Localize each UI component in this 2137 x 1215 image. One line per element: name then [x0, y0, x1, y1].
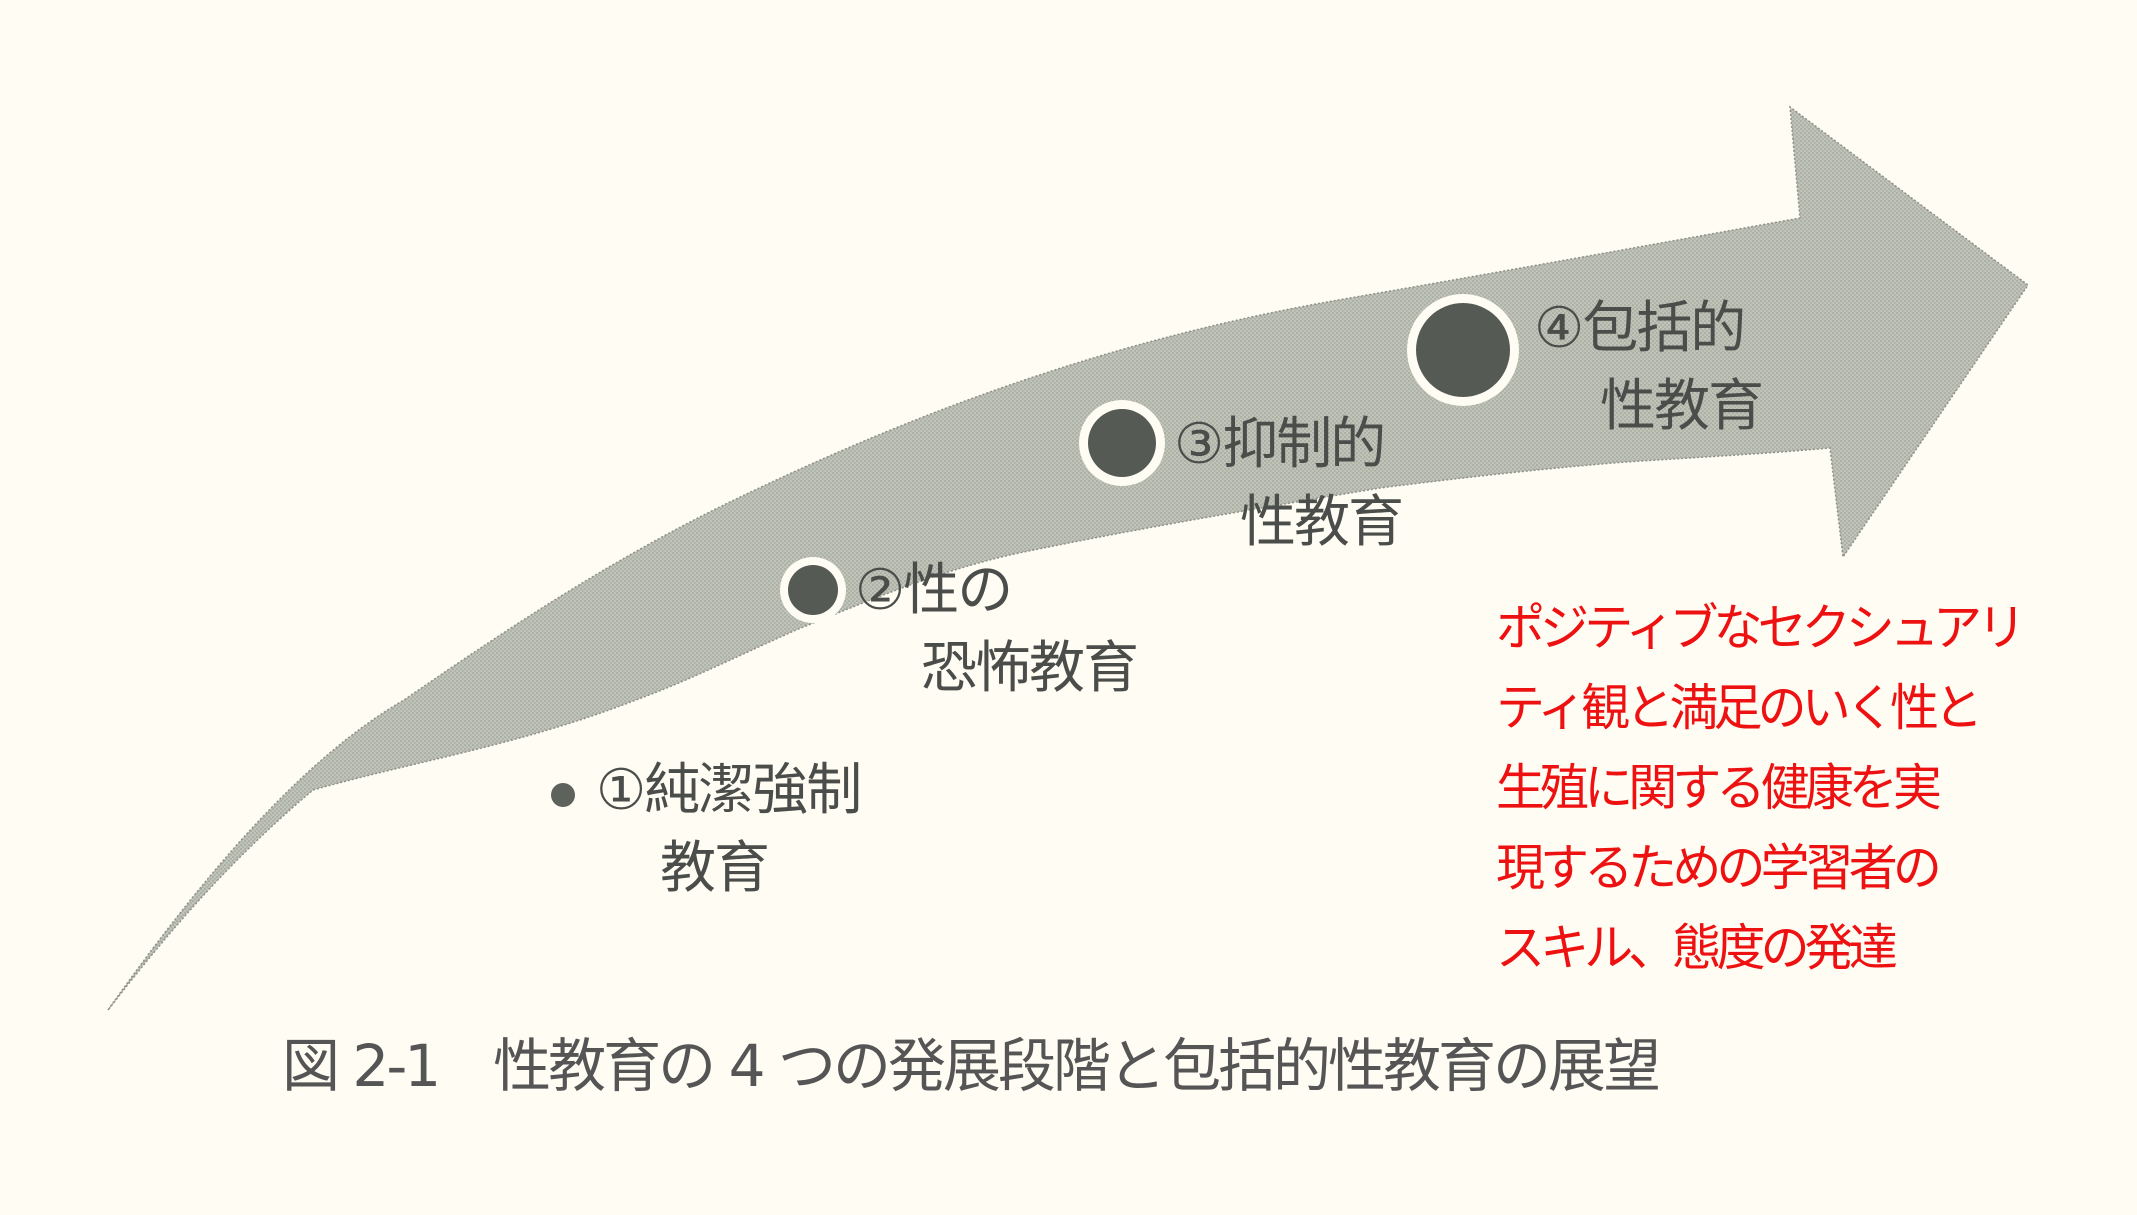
figure-caption: 図 2-1 性教育の 4 つの発展段階と包括的性教育の展望 — [282, 1032, 1661, 1100]
stage-2-label: ②性の 恐怖教育 — [855, 552, 1139, 708]
goal-annotation: ポジティブなセクシュアリ ティ観と満足のいく性と 生殖に関する健康を実 現するた… — [1496, 588, 2026, 988]
stage-3-subtitle: 性教育 — [1240, 490, 1404, 555]
goal-annotation-line-3: 生殖に関する健康を実 — [1496, 759, 1942, 817]
stage-1-dot — [551, 783, 575, 807]
stage-1-label: ①純潔強制 教育 — [596, 752, 862, 908]
stage-4-subtitle: 性教育 — [1600, 374, 1764, 439]
stage-2-dot — [780, 557, 846, 623]
goal-annotation-line-4: 現するための学習者の — [1496, 839, 1942, 897]
stage-1-subtitle: 教育 — [660, 836, 770, 901]
stage-3-title: ③抑制的 — [1174, 412, 1386, 477]
stage-3-dot — [1079, 400, 1165, 486]
stage-3-label: ③抑制的 性教育 — [1174, 406, 1404, 562]
stage-2-title: ②性の — [855, 558, 1013, 623]
stage-4-title: ④包括的 — [1534, 296, 1746, 361]
goal-annotation-line-2: ティ観と満足のいく性と — [1496, 679, 1983, 737]
goal-annotation-line-5: スキル、態度の発達 — [1496, 919, 1898, 977]
stage-2-subtitle: 恐怖教育 — [921, 636, 1139, 701]
goal-annotation-line-1: ポジティブなセクシュアリ — [1496, 599, 2026, 657]
stage-4-label: ④包括的 性教育 — [1534, 290, 1764, 446]
arrow-body — [107, 105, 2030, 1011]
stage-1-title: ①純潔強制 — [596, 758, 862, 823]
stage-4-dot — [1407, 294, 1519, 406]
